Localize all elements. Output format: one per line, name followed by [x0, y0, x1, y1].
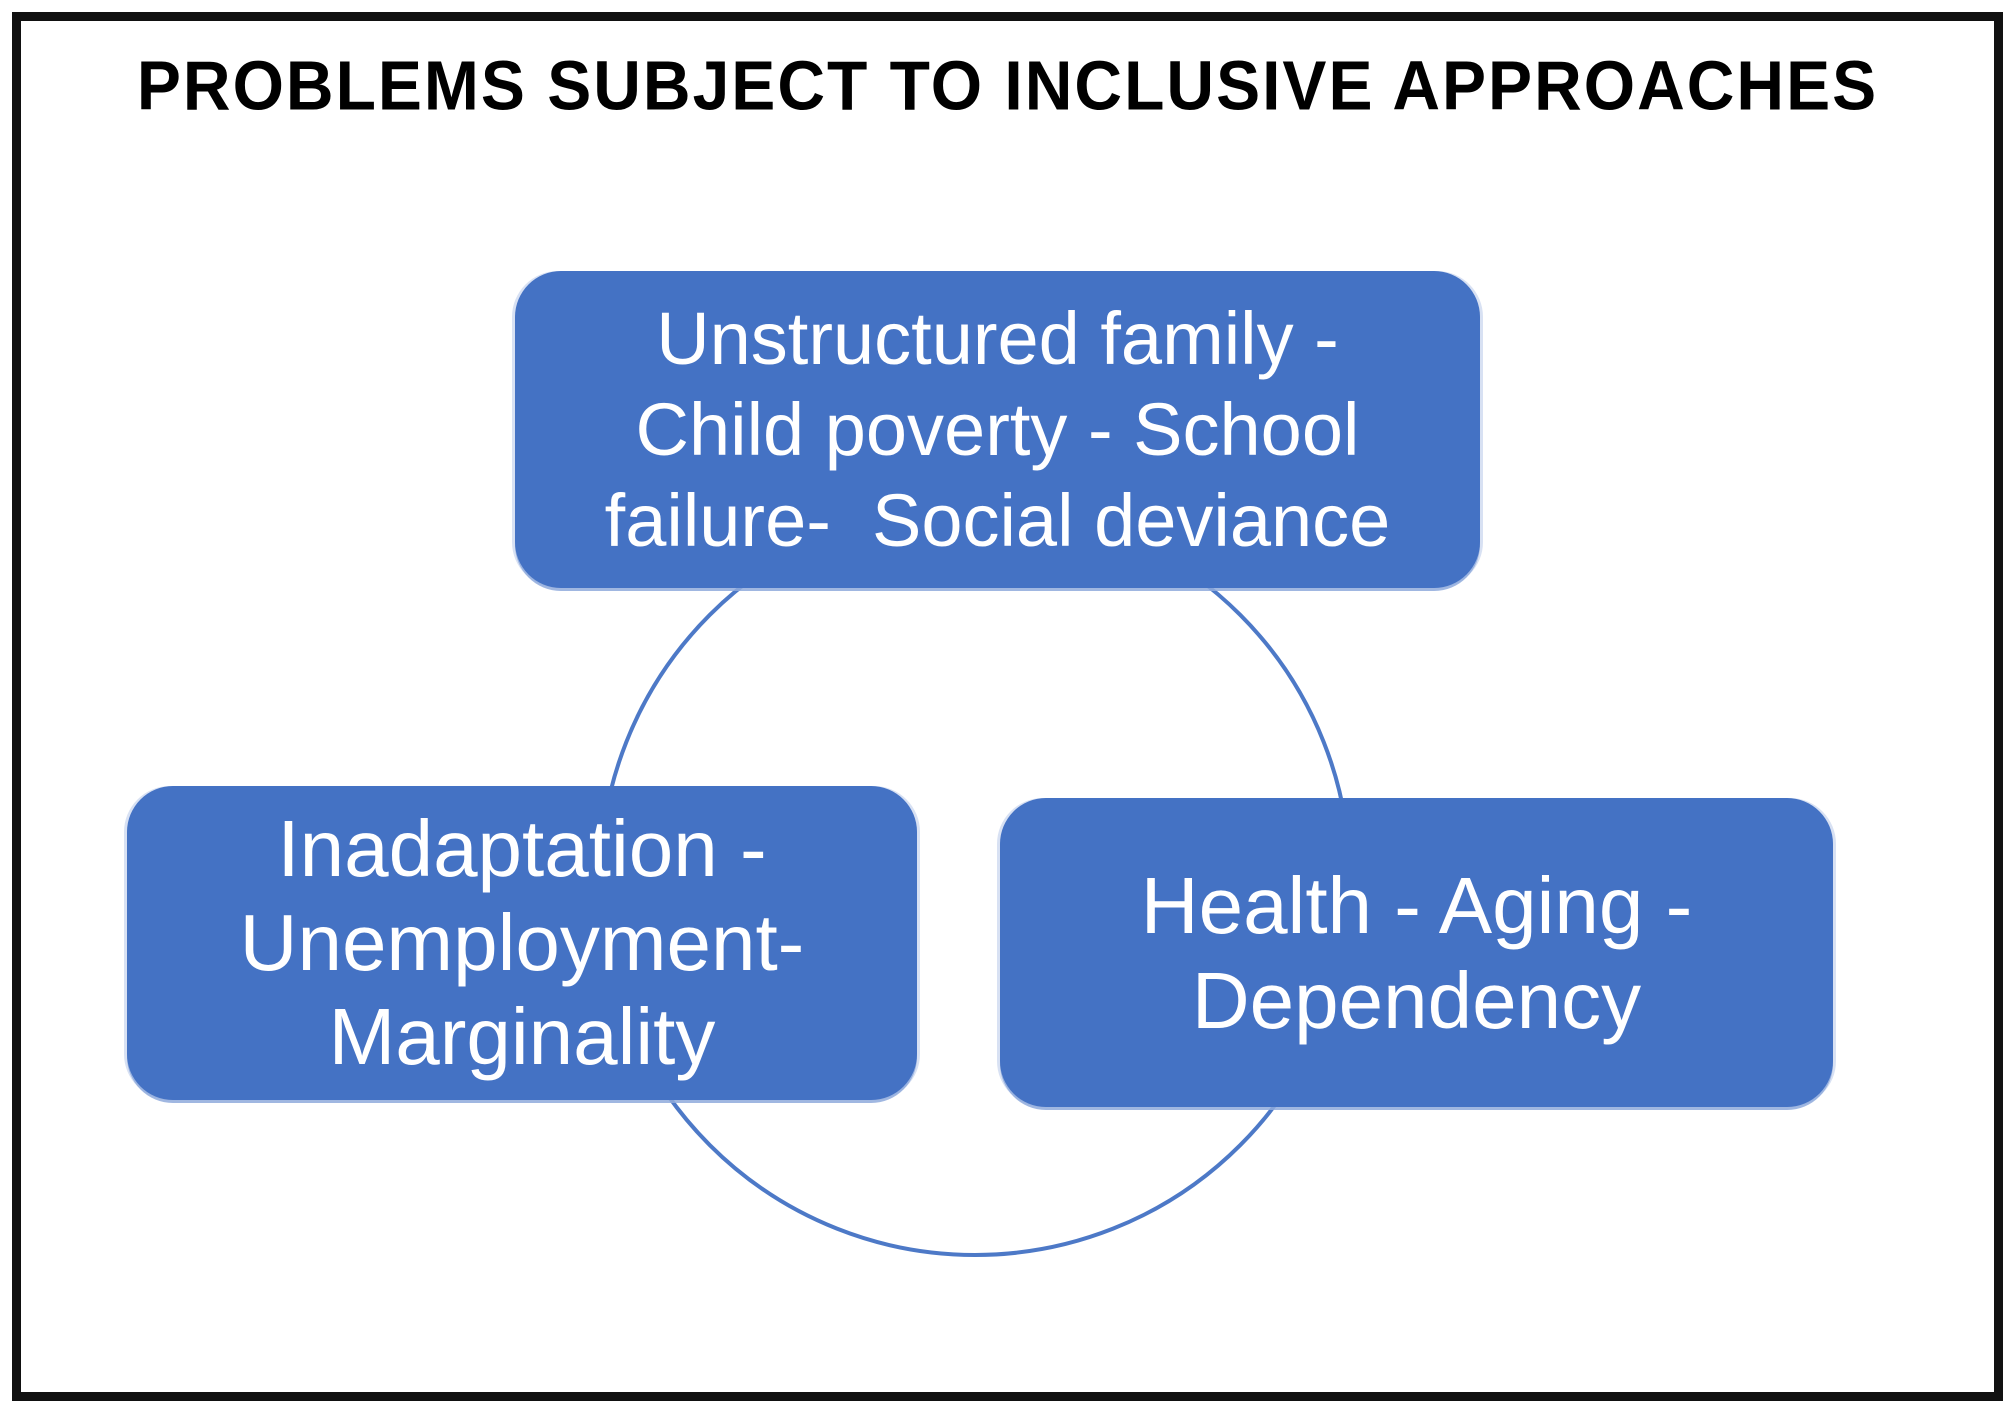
diagram-title: PROBLEMS SUBJECT TO INCLUSIVE APPROACHES — [136, 46, 1879, 125]
node-text-line: Child poverty - School — [635, 388, 1360, 471]
node-text-line: Dependency — [1191, 955, 1642, 1045]
node-text-line: Marginality — [328, 992, 716, 1081]
node-text-line: failure- Social deviance — [604, 479, 1391, 562]
node-inadaptation: Inadaptation - Unemployment- Marginality — [127, 786, 917, 1100]
node-health: Health - Aging - Dependency — [1000, 798, 1833, 1107]
node-text-line: Unemployment- — [239, 898, 805, 987]
outer-border-frame — [12, 12, 2003, 1401]
node-text-line: Inadaptation - — [277, 804, 767, 893]
node-text-line: Unstructured family - — [656, 297, 1339, 380]
node-unstructured-family: Unstructured family - Child poverty - Sc… — [515, 271, 1480, 588]
node-text-line: Health - Aging - — [1140, 860, 1693, 950]
